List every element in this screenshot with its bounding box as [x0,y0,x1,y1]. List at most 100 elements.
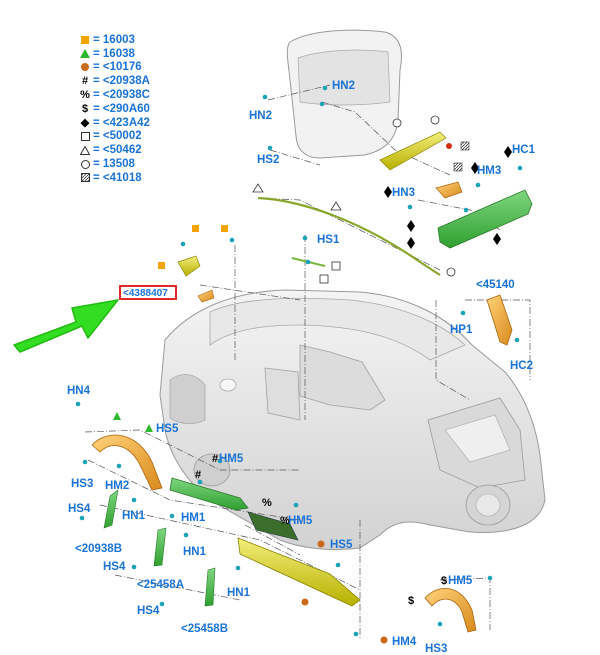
callout-hn1: HN1 [183,546,207,558]
callout-hs4: HS4 [68,503,91,515]
callout-hm2: HM2 [105,480,129,492]
callout-hn3: HN3 [392,187,415,199]
brown-circle-marker [301,598,309,606]
vehicle-body-icon [159,289,546,551]
callout-hs4: HS4 [103,561,126,573]
rocker-panel-molding [237,537,361,607]
red-circle-marker [446,143,452,149]
fender-molding-strip [103,489,119,529]
legend-symbol-marks: # % $ $ # % [195,453,447,607]
callout-hm1: HM1 [181,512,206,524]
hash-mark-small: # [195,469,201,481]
front-wheel-arch-molding [91,434,163,491]
callout-hs3: HS3 [425,643,447,655]
black-diamond-marker [504,146,512,158]
orange-square-marker [221,225,228,232]
callout-hc1: HC1 [512,144,536,156]
callout-hm4: HM4 [392,636,417,648]
brown-circle-marker [317,540,325,548]
outline-square-marker [331,261,341,271]
callout-hn1: HN1 [122,510,146,522]
orange-square-marker [158,262,165,269]
liftgate-trim-strip [379,131,447,171]
hatched-square-marker [460,141,470,151]
highlighted-reference[interactable]: <4388407 [119,285,177,300]
front-door-molding [169,477,249,511]
legend-row: = <41018 [78,171,188,185]
percent-mark: % [280,515,290,527]
legend: = 16003 = 16038 = <10176 # = <20938A % =… [78,33,188,185]
part-callouts: HN2 HN2 HS2 HM3 HC1 HN3 HS1 <45140 HP1 H… [67,80,536,655]
callout-hs3: HS3 [71,478,93,490]
legend-row: ◆ = <423A42 [78,116,188,130]
callout-hn2: HN2 [332,80,355,92]
dollar-icon: $ [81,102,89,115]
legend-row: = <10176 [78,61,188,75]
callout-hc2: HC2 [510,360,533,372]
outline-circle-marker [446,267,456,277]
boxed-reference-text: <4388407 [123,288,168,299]
callout-hp1: HP1 [450,324,473,336]
callout-hs5: HS5 [156,423,179,435]
percent-mark-small: % [262,497,272,509]
legend-row: = 16038 [78,47,188,61]
brown-circle-icon [78,61,92,73]
black-diamond-marker [471,162,479,174]
legend-label: = <20938C [93,89,150,102]
roof-molding-left [257,196,441,276]
green-triangle-icon [78,48,92,60]
legend-label: = <50002 [93,130,142,143]
legend-label: = 13508 [93,158,135,171]
clip-dots [75,85,523,637]
callout-25458a: <25458A [137,579,184,591]
dollar-mark: $ [441,575,447,587]
pointer-arrow-icon [13,299,119,353]
legend-label: = <50462 [93,144,142,157]
outline-triangle-marker [330,201,342,211]
legend-label: = <20938A [93,75,150,88]
callout-hn1: HN1 [227,587,251,599]
outline-square-icon [78,130,92,142]
orange-square-marker [192,225,199,232]
brown-circle-marker [380,636,388,644]
legend-label: = 16038 [93,47,135,60]
legend-label: = <10176 [93,61,142,74]
highlight-box [119,285,177,300]
a-pillar-clip [197,289,215,303]
callout-hm5: HM5 [448,575,473,587]
door-lower-strip-b [204,567,216,607]
legend-row: = 13508 [78,157,188,171]
legend-row: = <50462 [78,143,188,157]
hash-icon: # [81,75,89,88]
black-diamond-marker [407,220,415,232]
liftgate-bracket [435,181,463,199]
rear-door-molding [247,511,299,541]
callout-hm5: HM5 [288,515,313,527]
callout-hn2: HN2 [249,110,272,122]
rear-pillar-trim [486,294,513,346]
door-lower-strip-a [153,527,167,567]
legend-row: $ = <290A60 [78,102,188,116]
trim-parts [91,131,533,633]
legend-label: = <41018 [93,171,142,184]
outline-triangle-marker [252,183,264,193]
liftgate-icon [286,29,402,159]
green-triangle-marker [113,412,121,420]
rear-spoiler-trim [437,189,533,249]
callout-45140: <45140 [476,279,515,291]
legend-row: = <50002 [78,130,188,144]
orange-square-icon [78,34,92,46]
outline-triangle-icon [78,144,92,156]
callout-hm3: HM3 [477,165,501,177]
hatched-square-icon [78,172,92,184]
callout-hn4: HN4 [67,385,91,397]
legend-label: = <423A42 [93,116,150,129]
callout-hs4: HS4 [137,605,160,617]
legend-row: % = <20938C [78,88,188,102]
outline-circle-marker [392,118,402,128]
legend-row: # = <20938A [78,74,188,88]
callout-hs2: HS2 [257,154,279,166]
callout-20938b: <20938B [75,543,122,555]
hatched-square-marker [453,162,463,172]
